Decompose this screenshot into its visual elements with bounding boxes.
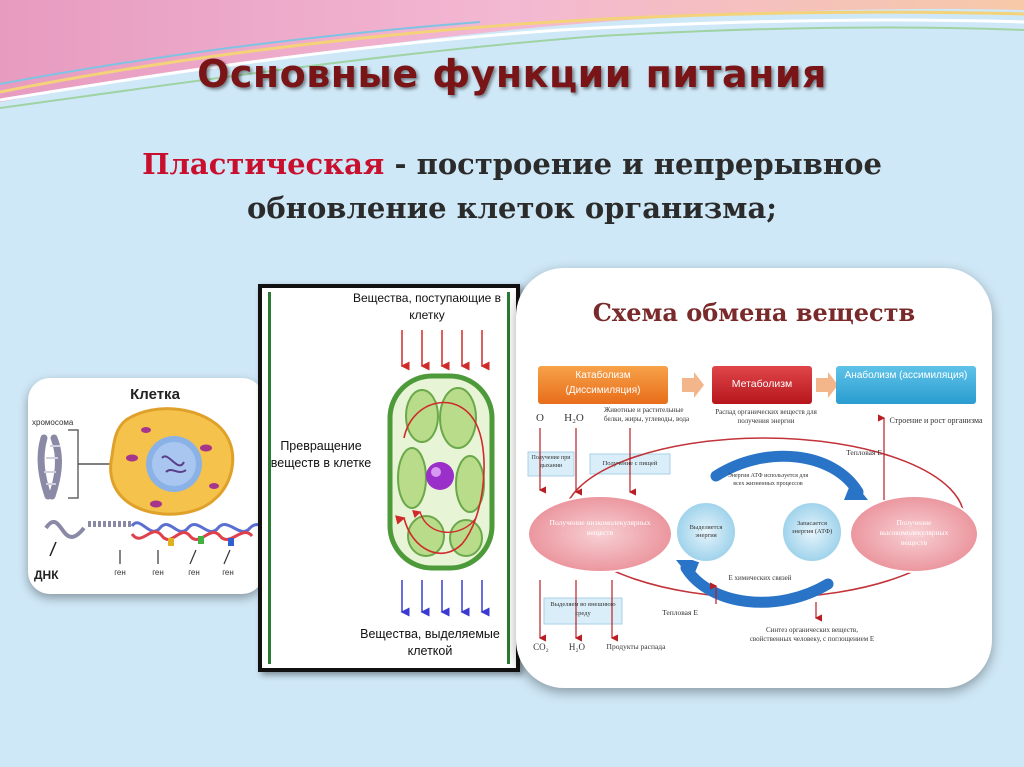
decay-products-label: Продукты распада [606, 642, 666, 651]
flow-top-label: Вещества, поступающие в клетку [352, 291, 502, 322]
chromosome-label: хромосома [32, 418, 74, 427]
cell-figure: Клетка хромосома ДНК ген ген ген ген [28, 378, 264, 594]
gene-label-3: ген [188, 568, 200, 577]
food-label: Животные и растительные белки, жиры, угл… [604, 406, 690, 423]
catabolism-box [538, 366, 668, 404]
metabolism-diagram: Схема обмена веществ Катаболизм (Диссими… [516, 268, 992, 688]
definition-text: Пластическая - построение и непрерывное … [40, 142, 984, 230]
gene-label-4: ген [222, 568, 234, 577]
high-molecular-ellipse: Получение высокомолекулярных веществ [879, 518, 949, 547]
metabolism-box [712, 366, 812, 404]
definition-line1: - построение и непрерывное [384, 147, 882, 181]
right-arrow-icon [816, 372, 838, 398]
excretion-box: Выделяем во внешнюю среду [550, 601, 616, 617]
cell-title: Клетка [130, 386, 180, 403]
flow-bottom-label: Вещества, выделяемые клеткой [360, 627, 500, 658]
co2-label: CO₂ [533, 642, 549, 652]
breakdown-label: Распад органических веществ для получени… [715, 408, 817, 425]
h2o-top-label: H₂O [564, 412, 584, 424]
synthesis-label: Синтез органических веществ, свойственны… [749, 626, 875, 643]
gene-label-2: ген [152, 568, 164, 577]
energy-release-circle: Выделяется энергия [689, 524, 723, 539]
metabolism-graphic [527, 366, 979, 642]
cell-flow-figure: Вещества, поступающие в клетку Превращен… [258, 284, 520, 672]
chem-bonds-label: Е химических связей [728, 574, 792, 582]
atp-use-label: Энергия АТФ используется для всех жизнен… [727, 473, 809, 487]
dna-label: ДНК [34, 568, 59, 582]
metabolism-title: Схема обмена веществ [592, 298, 916, 327]
food-intake-box: Получение с пищей [602, 460, 658, 467]
structure-label: Строение и рост организма [889, 416, 983, 425]
energy-store-circle: Запасается энергия (АТФ) [791, 520, 833, 535]
h2o-bottom-label: H₂O [568, 642, 586, 652]
cell-illustration [37, 407, 264, 565]
o-label: O [536, 412, 544, 424]
metabolism-label: Метаболизм [731, 378, 793, 390]
thermal-top-label: Тепловая Е [846, 448, 882, 457]
low-molecular-ellipse: Получение низкомолекулярных веществ [549, 518, 651, 537]
slide-title: Основные функции питания [197, 52, 827, 96]
gene-label-1: ген [114, 568, 126, 577]
dna-icon [44, 519, 264, 557]
header-waves [0, 0, 1024, 109]
thermal-bottom-label: Тепловая Е [662, 608, 698, 617]
cell-flow-illustration [387, 330, 495, 617]
chromosome-icon [37, 434, 62, 500]
plant-cell-icon [387, 373, 495, 571]
anabolism-box [836, 366, 976, 404]
definition-term: Пластическая [142, 147, 385, 181]
definition-line2: обновление клеток организма; [247, 191, 777, 225]
cell-body-icon [109, 407, 235, 516]
anabolism-label: Анаболизм (ассимиляция) [844, 370, 968, 381]
catabolism-label: Катаболизм (Диссимиляция) [565, 370, 641, 396]
breathing-box: Получение при дыхании [531, 455, 571, 469]
flow-middle-label: Превращение веществ в клетке [270, 439, 372, 470]
left-arrow-icon [682, 372, 704, 398]
